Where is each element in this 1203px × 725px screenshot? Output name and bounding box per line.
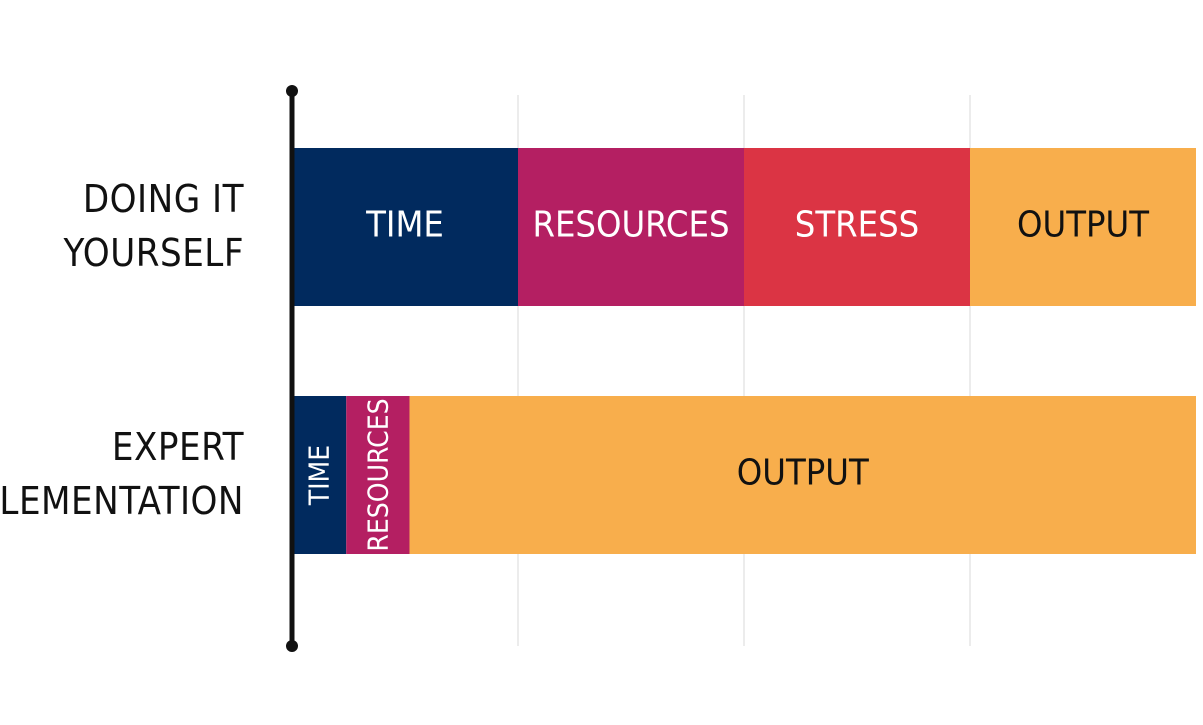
segment-label-time: TIME — [365, 205, 444, 246]
bar-segment-stress — [744, 148, 970, 306]
segment-label-resources: RESOURCES — [532, 205, 729, 246]
bar-segment-resources — [346, 396, 410, 554]
bar-segment-resources — [518, 148, 744, 306]
segment-label-time: TIME — [303, 445, 336, 506]
category-label: EXPERTIMPLEMENTATION — [0, 425, 244, 523]
bars: TIME RESOURCES STRESS OUTPUT TIME RESOURCES OU… — [292, 148, 1196, 554]
segment-label-output: OUTPUT — [1017, 205, 1149, 246]
bar-segment-time — [292, 396, 347, 554]
axis-end-bottom — [286, 640, 298, 652]
segment-label-output: OUTPUT — [737, 453, 869, 494]
y-axis — [286, 85, 298, 652]
bar-segment-time — [292, 148, 518, 306]
bar-segment-output — [409, 396, 1196, 554]
segment-label-resources: RESOURCES — [361, 398, 394, 551]
axis-end-top — [286, 85, 298, 97]
segment-label-stress: STRESS — [795, 205, 919, 246]
bar-segment-output — [970, 148, 1196, 306]
